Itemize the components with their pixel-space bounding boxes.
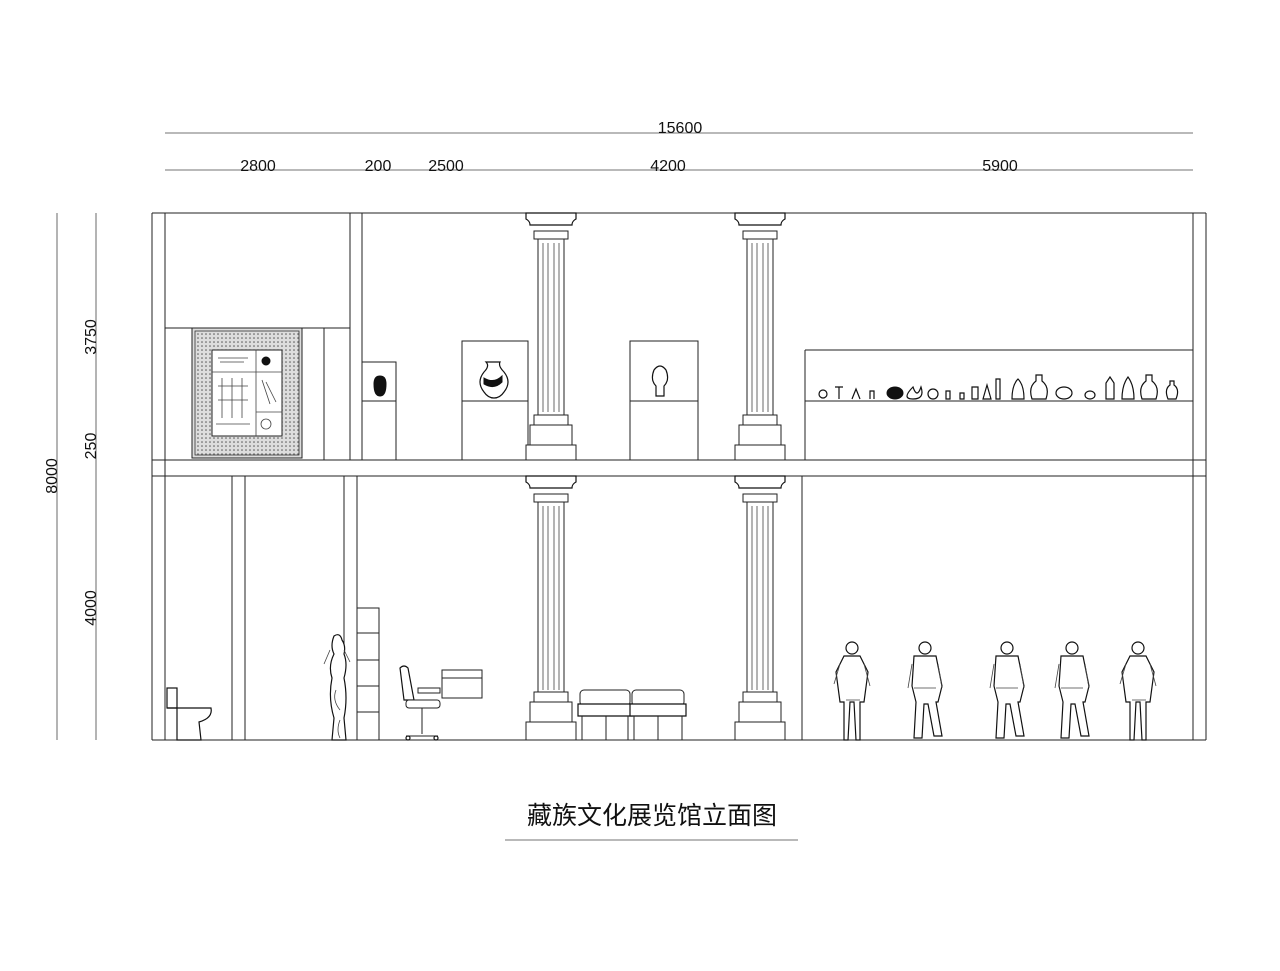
artifact-ornament-icon	[261, 356, 271, 366]
statue-icon	[323, 634, 351, 741]
pottery-icon	[1105, 375, 1115, 400]
overall-width-label: 15600	[658, 120, 703, 137]
artifact-knife-icon	[218, 357, 248, 363]
column-upper-left	[525, 212, 577, 461]
pottery-icon	[1030, 374, 1048, 400]
artifact-bone-icon	[261, 379, 277, 405]
bookshelf	[356, 607, 380, 741]
pottery-icon	[945, 390, 951, 400]
small-showcase	[361, 361, 397, 461]
figurine-icon	[651, 365, 669, 397]
level-height-label: 4000	[83, 590, 100, 626]
pottery-icon	[886, 386, 904, 400]
segment-width-label: 2500	[428, 158, 464, 175]
column-lower-right	[734, 475, 786, 741]
column-upper-right	[734, 212, 786, 461]
pottery-icon	[818, 389, 828, 399]
pottery-icon	[1140, 374, 1158, 400]
pottery-icon	[851, 387, 861, 400]
pottery-shelf	[805, 349, 1193, 402]
pottery-icon	[982, 382, 992, 400]
mannequin-icon	[1119, 641, 1157, 741]
level-height-label: 250	[83, 433, 100, 460]
pottery-icon	[959, 392, 965, 400]
pottery-icon	[1084, 390, 1096, 400]
armchair-icon	[577, 689, 633, 740]
mannequin-icon	[833, 641, 871, 741]
column-lower-left	[525, 475, 577, 741]
overall-height-label: 8000	[44, 458, 61, 494]
pottery-icon	[869, 390, 875, 399]
mannequin-icon	[1054, 641, 1090, 739]
level-height-label: 3750	[83, 319, 100, 355]
thangka-display-panel	[164, 327, 350, 460]
artifact-disc-icon	[260, 418, 272, 430]
pottery-icon	[1165, 380, 1179, 400]
building-outline	[151, 212, 1207, 741]
pottery-icon	[927, 388, 939, 400]
upper-showcases	[361, 340, 699, 461]
mannequin-icon	[907, 641, 943, 739]
pottery-icon	[995, 378, 1001, 400]
pottery-icon	[971, 386, 979, 400]
pottery-icon	[1055, 386, 1073, 400]
pottery-icon	[906, 385, 923, 400]
armchair-icon	[629, 689, 687, 740]
segment-width-label: 200	[365, 158, 392, 175]
segment-width-label: 2800	[240, 158, 276, 175]
pottery-icon	[835, 386, 843, 399]
vase-icon	[373, 375, 387, 397]
pottery-icon	[1011, 378, 1025, 400]
drawing-title: 藏族文化展览馆立面图	[527, 801, 777, 830]
mannequin-icon	[989, 641, 1025, 739]
artifact-dagger-icon	[218, 378, 248, 418]
horizontal-dimensions: 15600 2800 200 2500 4200 5900	[165, 120, 1193, 175]
segment-width-label: 5900	[982, 158, 1018, 175]
office-chair-icon	[399, 665, 441, 741]
vertical-dimensions: 8000 3750 250 4000	[44, 213, 100, 740]
toilet-icon	[166, 687, 212, 741]
segment-width-label: 4200	[650, 158, 686, 175]
desk-icon	[441, 669, 483, 699]
pottery-icon	[1121, 375, 1135, 400]
